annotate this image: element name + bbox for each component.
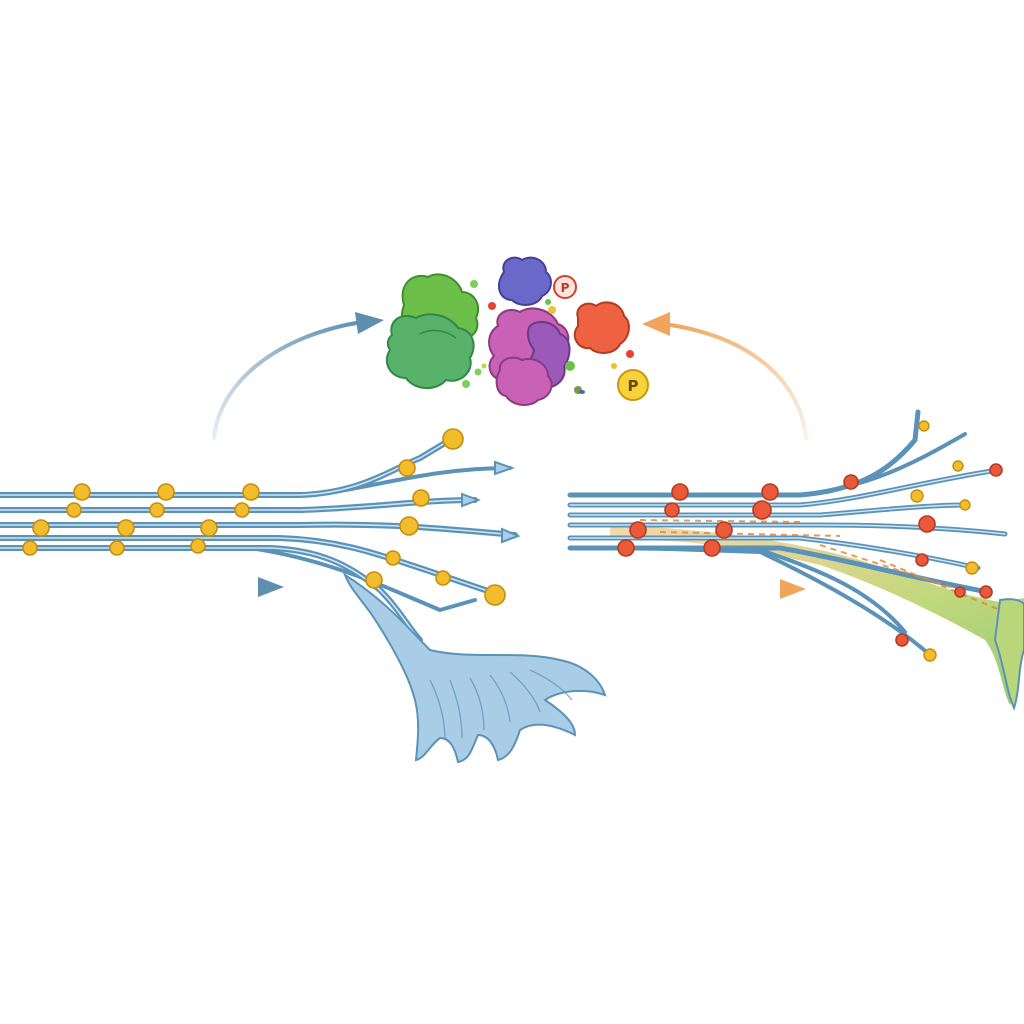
right-curved-arrow <box>642 312 808 440</box>
bead <box>979 585 993 599</box>
right-fiber <box>638 546 932 657</box>
arrow-right-icon <box>258 577 284 597</box>
right-fiber-splay <box>993 598 1024 711</box>
bead <box>73 483 91 501</box>
bead <box>671 483 689 501</box>
bead <box>918 515 936 533</box>
left-fiber <box>0 521 518 538</box>
left-fiber <box>0 437 453 498</box>
bead <box>752 500 772 520</box>
purple-subunit <box>497 256 552 306</box>
bead <box>910 489 924 503</box>
bead <box>435 570 451 586</box>
bead <box>954 586 966 598</box>
bead <box>157 483 175 501</box>
small-molecule <box>626 350 634 358</box>
bead <box>32 519 50 537</box>
bead <box>234 502 250 518</box>
bead <box>715 521 733 539</box>
right-streak-marks <box>639 519 1001 611</box>
small-molecule <box>611 363 617 369</box>
green-molecule <box>474 368 482 376</box>
bead <box>952 460 964 472</box>
bead <box>22 540 38 556</box>
bead <box>989 463 1003 477</box>
curved-arrow-icon <box>642 312 670 336</box>
bead <box>149 502 165 518</box>
left-bead-group <box>22 428 506 606</box>
bead <box>664 502 680 518</box>
protein-complex: P P <box>385 256 649 406</box>
green-molecule <box>481 363 487 369</box>
small-molecule <box>545 299 551 305</box>
bead <box>617 539 635 557</box>
right-fiber <box>598 546 907 634</box>
phosphate-icon: P <box>553 275 577 299</box>
bead <box>190 538 206 554</box>
bead <box>629 521 647 539</box>
bead <box>761 483 779 501</box>
left-splay-striations <box>429 669 573 741</box>
bead <box>398 459 416 477</box>
right-yellow-bead-group <box>910 420 979 662</box>
bead <box>442 428 464 450</box>
arrow-right-icon <box>780 579 806 599</box>
small-molecule <box>565 361 575 371</box>
bead <box>200 519 218 537</box>
curved-arrow-icon <box>355 312 384 334</box>
bead <box>66 502 82 518</box>
green-subunit <box>385 313 475 389</box>
green-molecule <box>470 280 478 288</box>
bead <box>109 540 125 556</box>
left-flow-arrow <box>10 577 284 597</box>
small-molecule <box>488 302 496 310</box>
bead <box>242 483 260 501</box>
right-fiber-highlights <box>569 469 1006 569</box>
left-curved-arrow <box>212 312 384 440</box>
right-fiber <box>567 467 1001 508</box>
small-molecule <box>548 306 556 314</box>
bead <box>843 474 859 490</box>
right-fiber <box>568 432 967 497</box>
bead <box>412 489 430 507</box>
phosphate-icon: P <box>617 369 649 401</box>
right-signal-streak <box>610 525 1024 705</box>
bead <box>959 499 971 511</box>
magenta-subunit <box>495 356 553 406</box>
right-flow-arrow <box>618 579 806 599</box>
bead <box>965 561 979 575</box>
orange-subunit <box>573 301 630 354</box>
bead <box>915 553 929 567</box>
bead <box>895 633 909 647</box>
bead <box>484 584 506 606</box>
left-fiber <box>0 546 477 613</box>
left-fiber-splay <box>342 572 607 764</box>
right-bead-group <box>617 463 1003 647</box>
bead <box>365 571 383 589</box>
bead <box>117 519 135 537</box>
green-molecule <box>462 380 470 388</box>
phosphate-label: P <box>561 281 570 295</box>
small-molecule <box>579 390 585 394</box>
left-fiber-tips <box>461 460 521 544</box>
left-fiber-bundle <box>0 437 518 643</box>
bead <box>399 516 419 536</box>
phosphate-label: P <box>628 377 639 395</box>
bead <box>703 539 721 557</box>
bead <box>918 420 930 432</box>
bead <box>923 648 937 662</box>
bead <box>385 550 401 566</box>
